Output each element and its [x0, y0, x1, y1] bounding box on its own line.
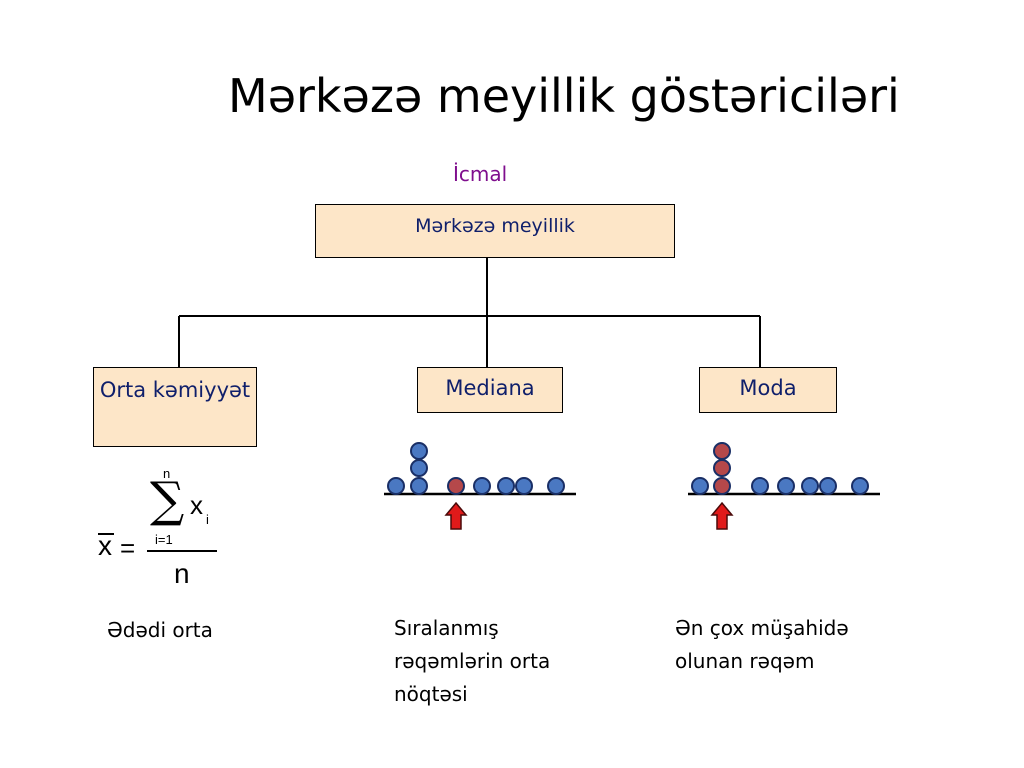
- mean-node: Orta kəmiyyət: [93, 367, 257, 447]
- median-node: Mediana: [417, 367, 563, 413]
- formula-sum-lower: i=1: [155, 532, 173, 547]
- formula-term: x: [190, 490, 203, 520]
- root-node: Mərkəzə meyillik: [315, 204, 675, 258]
- formula-sum-upper: n: [163, 466, 171, 481]
- formula-term-subscript: i: [206, 512, 209, 527]
- mode-description: Ən çox müşahidə olunan rəqəm: [675, 616, 849, 673]
- formula-equals: =: [120, 533, 136, 563]
- mean-description: Ədədi orta: [107, 618, 213, 642]
- median-description: Sıralanmış rəqəmlərin orta nöqtəsi: [394, 616, 551, 706]
- formula-denominator: n: [174, 558, 190, 589]
- median-dot-plot: [384, 442, 576, 530]
- subtitle: İcmal: [453, 162, 508, 186]
- median-node-label: Mediana: [445, 376, 535, 400]
- formula-lhs: x: [98, 530, 112, 561]
- root-node-label: Mərkəzə meyillik: [415, 215, 575, 237]
- mode-node: Moda: [699, 367, 837, 413]
- page-title: Mərkəzə meyillik göstəriciləri: [228, 69, 900, 123]
- mode-node-label: Moda: [739, 376, 797, 400]
- formula-sum-symbol: ∑: [150, 472, 185, 528]
- mode-dot-plot: [688, 442, 880, 530]
- formula-fraction-line: [147, 550, 217, 552]
- formula-overbar: [98, 533, 114, 535]
- mean-node-label: Orta kəmiyyət: [99, 378, 251, 402]
